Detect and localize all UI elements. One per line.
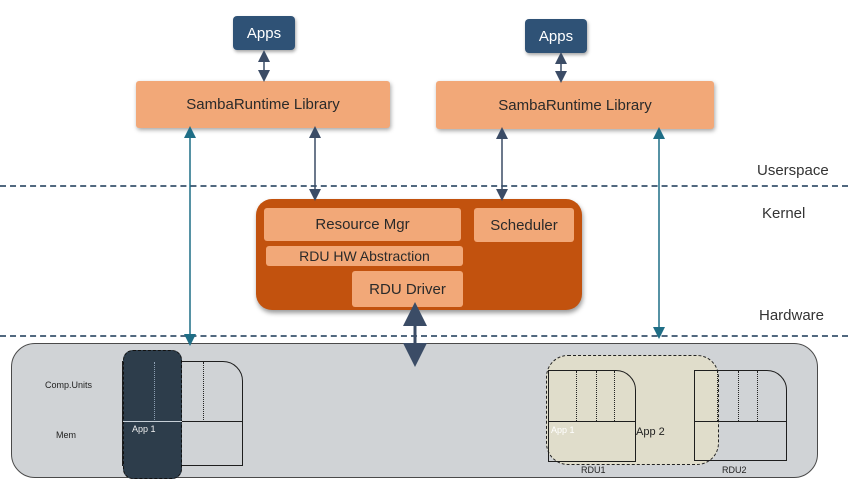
runtime-library-right[interactable]: SambaRuntime Library bbox=[436, 81, 714, 129]
mem-label: Mem bbox=[56, 430, 76, 440]
rdu-driver-box[interactable]: RDU Driver bbox=[352, 271, 463, 307]
app1-label-left: App 1 bbox=[132, 424, 156, 434]
rdu2-lane bbox=[738, 371, 739, 421]
app1-overlay-divider bbox=[123, 421, 182, 422]
rdu-hw-abstraction-box[interactable]: RDU HW Abstraction bbox=[266, 246, 463, 266]
apps-box-right[interactable]: Apps bbox=[525, 19, 587, 53]
scheduler-box[interactable]: Scheduler bbox=[474, 208, 574, 242]
rdu-block-left bbox=[122, 361, 243, 466]
app1-overlay-left bbox=[123, 350, 182, 479]
rdu2-lane bbox=[757, 371, 758, 421]
resource-mgr-box[interactable]: Resource Mgr bbox=[264, 208, 461, 241]
rdu1-block bbox=[548, 370, 636, 462]
rdu1-lane bbox=[614, 371, 615, 421]
rdu1-divider bbox=[548, 421, 636, 422]
kernel-label: Kernel bbox=[762, 205, 806, 222]
comp-units-label: Comp.Units bbox=[45, 380, 93, 390]
rdu1-label: RDU1 bbox=[581, 465, 606, 475]
rdu1-lane bbox=[576, 371, 577, 421]
rdu-block-left-divider bbox=[122, 421, 243, 422]
userspace-label: Userspace bbox=[757, 162, 829, 179]
rdu2-label: RDU2 bbox=[722, 465, 747, 475]
userspace-kernel-divider bbox=[0, 185, 848, 187]
rdu2-lane bbox=[717, 371, 718, 421]
rdu2-block bbox=[694, 370, 787, 461]
rdu2-divider bbox=[694, 421, 787, 422]
app1-overlay-lane bbox=[154, 362, 155, 420]
hardware-label: Hardware bbox=[759, 307, 825, 324]
app1-label-rdu1: App 1 bbox=[551, 425, 575, 435]
app2-label: App 2 bbox=[636, 426, 665, 438]
rdu-block-left-lane bbox=[203, 362, 204, 420]
runtime-library-left[interactable]: SambaRuntime Library bbox=[136, 81, 390, 128]
rdu1-lane bbox=[596, 371, 597, 421]
apps-box-left[interactable]: Apps bbox=[233, 16, 295, 50]
